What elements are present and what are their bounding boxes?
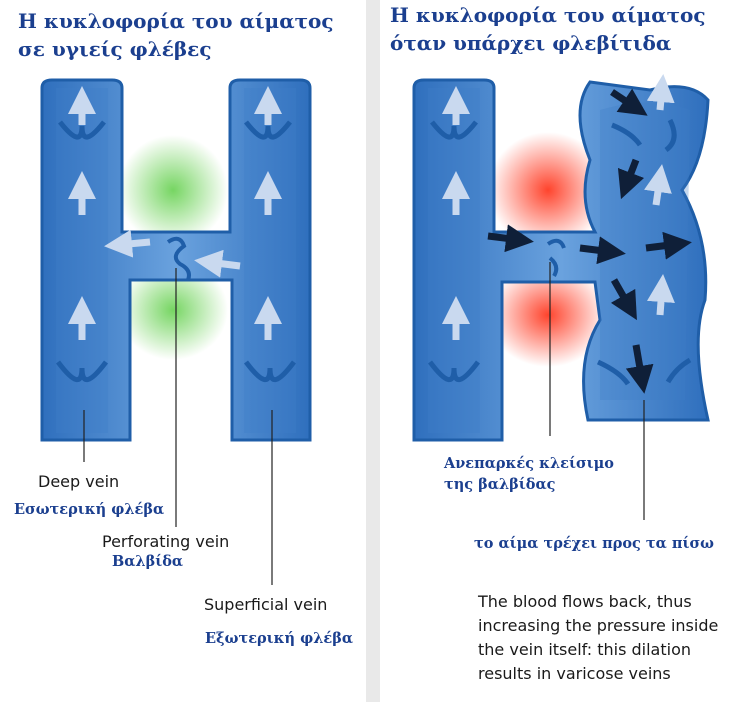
arrow-up	[646, 74, 675, 111]
arrow-backflow	[487, 224, 534, 253]
right-title-line2: όταν υπάρχει φλεβίτιδα	[390, 31, 672, 55]
arrow-backflow	[579, 236, 626, 265]
backflow-note: The blood flows back, thus increasing th…	[478, 590, 718, 686]
left-title-line1: Η κυκλοφορία του αίματος	[18, 9, 334, 33]
perforating-vein-greek: Βαλβίδα	[112, 553, 184, 570]
panel-divider	[366, 0, 380, 702]
arrow-up	[644, 164, 672, 206]
arrow-backflow	[610, 88, 648, 116]
inflamed-glow-bottom	[488, 263, 608, 367]
arrow-backflow	[617, 158, 645, 200]
right-diagram	[412, 74, 710, 520]
deep-vein-greek: Εσωτερική φλέβα	[14, 501, 165, 518]
deep-vein-label: Deep vein	[38, 472, 120, 491]
valve-perforating-r	[546, 238, 566, 278]
valve-superficial-bottom	[244, 360, 296, 382]
valve-deep-top-r	[430, 120, 478, 140]
healthy-glow-bottom	[118, 260, 228, 360]
note-line: results in varicose veins	[478, 664, 671, 683]
note-line: the vein itself: this dilation	[478, 640, 691, 659]
arrow-left	[104, 229, 151, 258]
note-line: increasing the pressure inside	[478, 616, 719, 635]
healthy-glow-top	[118, 135, 228, 245]
arrow-up	[647, 274, 675, 316]
note-line: The blood flows back, thus	[478, 592, 692, 611]
arrow-left	[194, 249, 241, 278]
right-title-line1: Η κυκλοφορία του αίματος	[390, 3, 706, 27]
inflamed-glow-top	[488, 132, 608, 248]
arrow-backflow	[645, 231, 692, 260]
left-title-line2: σε υγιείς φλέβες	[18, 37, 212, 61]
superficial-vein-greek: Εξωτερική φλέβα	[205, 630, 354, 647]
valve-label-line2: της βαλβίδας	[444, 476, 556, 493]
superficial-vein-label: Superficial vein	[204, 595, 328, 614]
valve-incompetent-top	[611, 118, 677, 153]
perforating-vein-label: Perforating vein	[102, 532, 230, 551]
valve-label-line1: Ανεπαρκές κλείσιμο	[444, 455, 614, 472]
valve-deep-bottom-r	[428, 360, 480, 382]
valve-superficial-top	[244, 120, 292, 140]
valve-deep-top	[58, 120, 106, 140]
valve-perforating	[166, 236, 191, 281]
valve-deep-bottom	[56, 360, 108, 382]
arrow-backflow	[610, 278, 637, 321]
left-diagram	[40, 78, 312, 585]
backflow-greek: το αίμα τρέχει προς τα πίσω	[474, 535, 714, 552]
arrow-backflow	[625, 344, 654, 394]
